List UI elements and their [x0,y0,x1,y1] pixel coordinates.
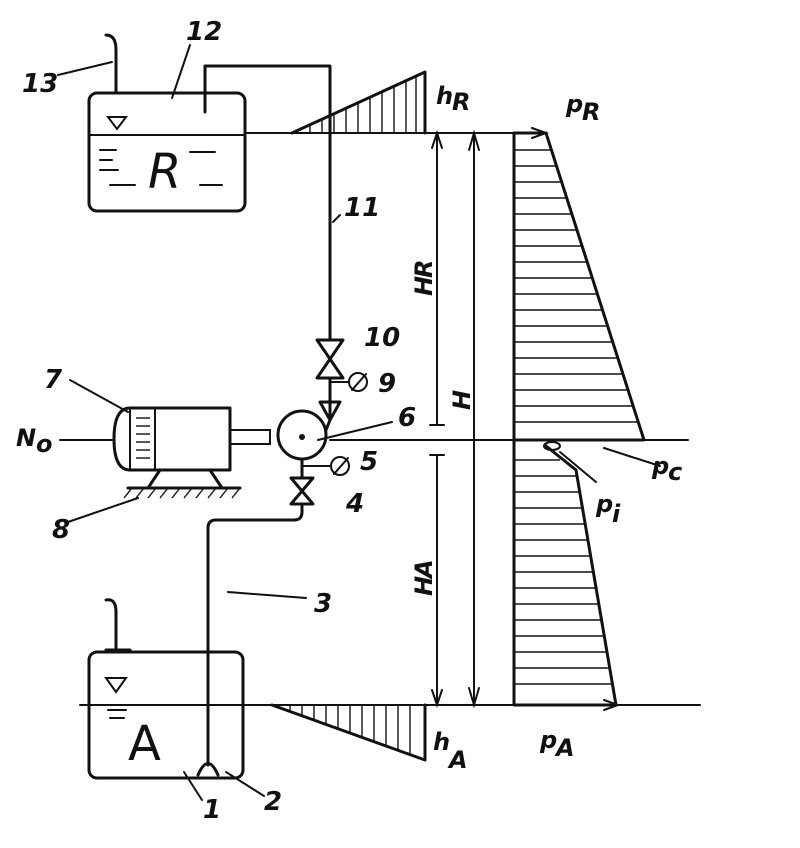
label-7: 7 [44,365,63,395]
svg-text:R: R [582,98,600,126]
label-h-total-dimension: H [448,390,476,410]
upper-tank-r: R [87,91,247,213]
check-valve [318,400,342,422]
svg-text:p: p [539,726,557,754]
electric-motor [112,406,271,472]
label-4: 4 [345,489,364,519]
svg-text:A: A [554,734,575,762]
pump [276,409,332,461]
upper-vent-pipe [104,33,118,95]
label-h-r-dimension: H R [410,260,438,296]
svg-text:H: H [410,276,438,296]
label-13: 13 [22,69,58,99]
svg-text:h: h [436,82,453,110]
svg-text:i: i [612,500,621,528]
label-p-c: p c [651,452,682,486]
lower-tank-a: A [87,650,245,780]
label-6: 6 [398,403,416,433]
dimension-h-total [468,129,480,709]
label-1: 1 [203,795,221,825]
label-11: 11 [344,193,380,223]
svg-text:H: H [448,390,476,410]
label-12: 12 [186,17,222,47]
label-5: 5 [360,447,378,477]
discharge-gauge [329,372,368,392]
svg-text:A: A [410,559,438,580]
label-2: 2 [264,787,282,817]
label-3: 3 [314,589,332,619]
svg-text:h: h [433,728,450,756]
motor-power-label: N o [16,424,53,458]
svg-text:p: p [595,490,613,518]
motor-base [123,468,242,499]
label-h-a-small: h A [433,728,468,774]
label-p-i: p i [595,490,621,528]
suction-pressure-diagram [512,438,618,707]
label-10: 10 [364,323,400,353]
label-p-r: p R [565,90,600,126]
dimension-h-a [429,454,445,709]
label-9: 9 [378,369,396,399]
svg-text:p: p [565,90,583,118]
svg-text:A: A [447,746,468,774]
suction-valve [289,457,315,506]
foot-valve [196,762,220,777]
inlet-pressure-point [543,441,561,451]
label-h-r-small: h R [436,82,470,116]
svg-text:R: R [410,260,438,278]
label-8: 8 [52,515,70,545]
label-h-a-dimension: H A [410,559,438,596]
suction-pipe [206,502,304,767]
lower-vent-pipe [104,598,118,654]
discharge-pressure-diagram [512,131,646,442]
svg-text:N: N [16,424,36,452]
svg-text:H: H [410,576,438,596]
upper-tank-letter: R [148,144,181,200]
upper-head-loss-triangle [290,70,427,135]
label-p-a: p A [539,726,575,762]
suction-gauge [301,456,350,476]
leader-lines [57,44,661,801]
svg-text:c: c [668,458,682,486]
lower-tank-letter: A [128,716,161,772]
discharge-pipe [203,64,332,342]
svg-text:o: o [36,430,53,458]
svg-text:p: p [651,452,669,480]
discharge-valve [315,338,345,380]
dimension-h-r [429,129,445,426]
lower-head-loss-triangle [270,703,427,762]
svg-text:R: R [452,88,470,116]
